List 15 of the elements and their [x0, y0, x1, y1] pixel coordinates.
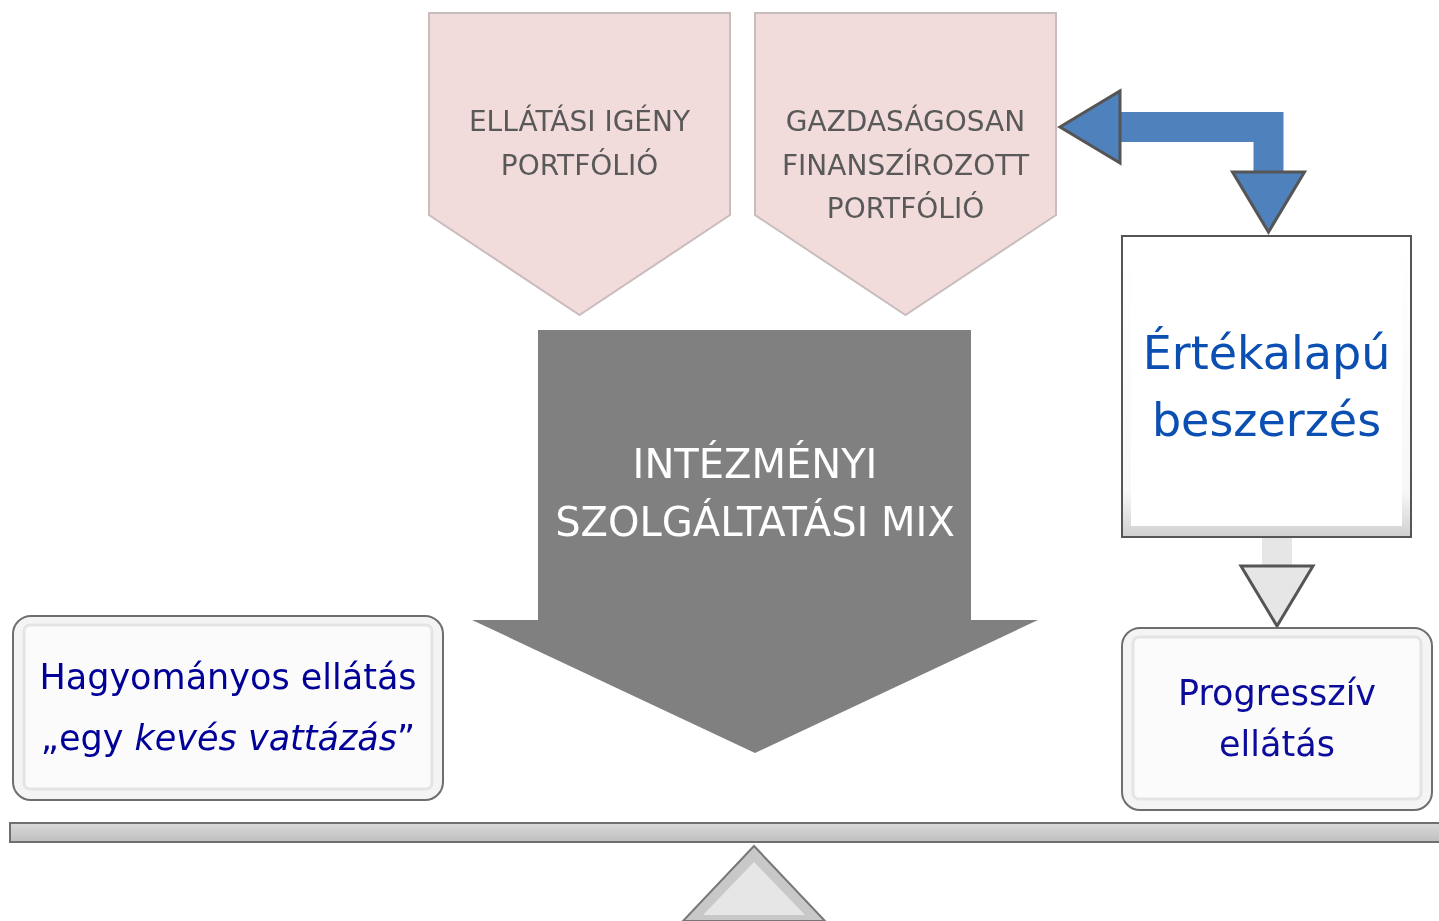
- node-label: Hagyományos ellátás: [39, 656, 417, 700]
- node-label: ELLÁTÁSI IGÉNY PORTFÓLIÓ: [467, 103, 692, 184]
- block-arrow: [1239, 538, 1315, 628]
- node-label: INTÉZMÉNYI SZOLGÁLTATÁSI MIX: [554, 439, 956, 547]
- node-label: GAZDASÁGOSAN FINANSZÍROZOTT PORTFÓLIÓ: [780, 103, 1031, 227]
- node-subtitle: „egy kevés vattázás”: [40, 717, 416, 760]
- node-label: Értékalapú beszerzés: [1141, 324, 1392, 449]
- rounded-box: [12, 615, 444, 801]
- bevel-box: [1121, 235, 1412, 538]
- rounded-box: [1121, 627, 1433, 811]
- node-label: Progresszív ellátás: [1176, 672, 1378, 766]
- chevron-shape: [428, 12, 731, 316]
- chevron-shape: [754, 12, 1057, 316]
- block-arrow: [1058, 89, 1306, 234]
- block-arrow: [472, 330, 1038, 753]
